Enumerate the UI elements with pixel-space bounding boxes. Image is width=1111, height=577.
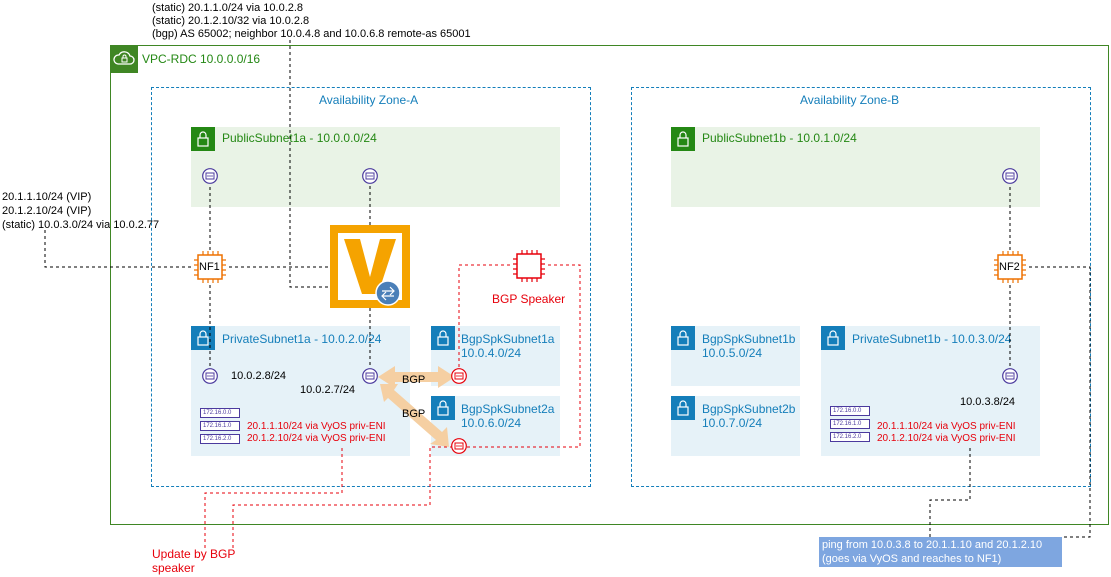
update-note-1: Update by BGP (152, 547, 236, 561)
availability-zone-a (151, 87, 591, 487)
availability-zone-a-label: Availability Zone-A (319, 93, 419, 107)
static-route-note-3: (static) 10.0.3.0/24 via 10.0.2.77 (2, 219, 160, 231)
bgp-speaker-label: BGP Speaker (492, 292, 566, 306)
nf2-label: NF2 (999, 261, 1020, 273)
route-table-entry-icon: 172.16.1.0 (200, 421, 240, 431)
bgp-speaker-subnet-1b-cidr: 10.0.5.0/24 (702, 346, 763, 360)
lock-icon (191, 326, 215, 350)
vpc-label: VPC-RDC 10.0.0.0/16 (142, 52, 261, 66)
static-route-note-1: (static) 20.1.1.0/24 via 10.0.2.8 (152, 2, 304, 14)
static-route-note-2: (static) 20.1.2.10/32 via 10.0.2.8 (152, 15, 310, 27)
route-table-entry-icon: 172.16.2.0 (200, 434, 240, 444)
bgp-note: (bgp) AS 65002; neighbor 10.0.4.8 and 10… (152, 28, 471, 40)
ping-note-line-2: (goes via VyOS and reaches to NF1) (822, 553, 1002, 565)
lock-icon (671, 127, 695, 151)
bgp-eni-icon (451, 438, 467, 454)
bgp-session-label-1: BGP (402, 374, 426, 386)
bgp-eni-icon (451, 368, 467, 384)
bgp-speaker-subnet-1a-cidr: 10.0.4.0/24 (461, 346, 522, 360)
lock-icon (821, 326, 845, 350)
eni-icon (362, 368, 378, 384)
vip-note-1: 20.1.1.10/24 (VIP) (2, 191, 92, 203)
nf2-instance-icon (992, 249, 1028, 285)
lock-icon (431, 326, 455, 350)
bgp-session-label-2: BGP (402, 408, 426, 420)
public-subnet-1a (191, 127, 560, 207)
vpc-group (110, 45, 1109, 525)
private-subnet-1b-label: PrivateSubnet1b - 10.0.3.0/24 (852, 332, 1012, 346)
ping-note: ping from 10.0.3.8 to 20.1.1.10 and 20.1… (819, 537, 1062, 567)
eni-icon (1002, 368, 1018, 384)
public-subnet-1b (671, 127, 1040, 207)
eni-icon (202, 368, 218, 384)
lock-icon (671, 396, 695, 420)
route-entry-1a: 20.1.1.10/24 via VyOS priv-ENI (247, 421, 386, 432)
bgp-speaker-subnet-2a-cidr: 10.0.6.0/24 (461, 416, 522, 430)
bgp-speaker-subnet-2b-name: BgpSpkSubnet2b (702, 402, 796, 416)
vyos-router-icon (330, 225, 410, 308)
private-subnet-1a-label: PrivateSubnet1a - 10.0.2.0/24 (222, 332, 382, 346)
lock-icon (191, 127, 215, 151)
nf1-label: NF1 (199, 261, 220, 273)
bgp-speaker-subnet-1a-name: BgpSpkSubnet1a (461, 332, 555, 346)
route-entry-2b: 20.1.2.10/24 via VyOS priv-ENI (877, 433, 1016, 444)
eni-icon (362, 168, 378, 184)
lock-icon (671, 326, 695, 350)
update-note-2: speaker (152, 561, 195, 575)
bgp-speaker-subnet-2a-name: BgpSpkSubnet2a (461, 402, 555, 416)
eni-icon (202, 168, 218, 184)
route-table-entry-icon: 172.16.0.0 (830, 406, 870, 416)
availability-zone-b-label: Availability Zone-B (800, 93, 900, 107)
route-entry-2a: 20.1.2.10/24 via VyOS priv-ENI (247, 433, 386, 444)
route-table-entry-icon: 172.16.0.0 (200, 408, 240, 418)
lock-icon (431, 396, 455, 420)
vyos-private-ip: 10.0.2.7/24 (300, 384, 356, 396)
public-subnet-1a-label: PublicSubnet1a - 10.0.0.0/24 (222, 131, 377, 145)
bgp-speaker-subnet-1b-name: BgpSpkSubnet1b (702, 332, 796, 346)
public-subnet-1b-label: PublicSubnet1b - 10.0.1.0/24 (702, 131, 857, 145)
vip-note-2: 20.1.2.10/24 (VIP) (2, 205, 92, 217)
nf1-private-ip: 10.0.2.8/24 (231, 370, 287, 382)
route-table-entry-icon: 172.16.2.0 (830, 432, 870, 442)
nf2-private-ip: 10.0.3.8/24 (960, 396, 1016, 408)
ping-note-line-1: ping from 10.0.3.8 to 20.1.1.10 and 20.1… (822, 539, 1043, 551)
eni-icon (1002, 168, 1018, 184)
bgp-speaker-instance-icon (510, 247, 548, 285)
vpc-cloud-icon (110, 45, 138, 73)
route-entry-1b: 20.1.1.10/24 via VyOS priv-ENI (877, 421, 1016, 432)
bgp-speaker-subnet-2b-cidr: 10.0.7.0/24 (702, 416, 763, 430)
nf1-instance-icon (192, 249, 228, 285)
route-table-entry-icon: 172.16.1.0 (830, 419, 870, 429)
